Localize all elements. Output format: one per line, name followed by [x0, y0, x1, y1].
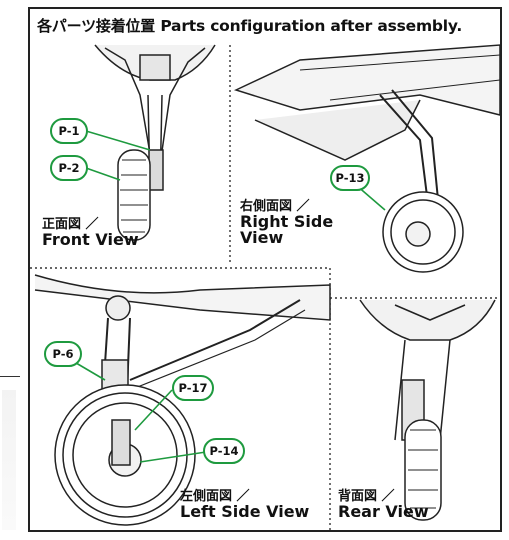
rear-view-label: 背面図 ／ Rear View [338, 490, 429, 520]
rear-view-label-jp: 背面図 ／ [338, 489, 395, 504]
left-view-label: 左側面図 ／ Left Side View [180, 490, 309, 520]
right-view-art [233, 44, 501, 273]
margin-mark [0, 376, 20, 377]
leader-p14 [139, 451, 207, 463]
left-view-label-en: Left Side View [180, 501, 310, 521]
callout-p14: P-14 [203, 438, 245, 464]
leader-p1 [85, 130, 151, 151]
front-view-label: 正面図 ／ Front View [42, 218, 139, 248]
leader-p17 [134, 389, 173, 431]
left-view-label-jp: 左側面図 ／ [180, 489, 250, 504]
left-view-art [34, 274, 331, 526]
callout-p13: P-13 [330, 165, 370, 191]
page-title: 各パーツ接着位置 Parts configuration after assem… [37, 15, 462, 36]
front-view-art [94, 44, 216, 241]
front-view-label-en: Front View [42, 229, 139, 249]
title-jp: 各パーツ接着位置 [37, 17, 156, 35]
right-view-label-jp: 右側面図 ／ [240, 199, 310, 214]
front-view-label-jp: 正面図 ／ [42, 217, 99, 232]
right-view-label: 右側面図 ／ Right Side View [240, 200, 333, 247]
rear-view-label-en: Rear View [338, 501, 429, 521]
callout-p2: P-2 [50, 155, 88, 181]
callout-p6: P-6 [44, 341, 82, 367]
page-edge-shadow [2, 390, 16, 530]
right-view-label-en1: Right Side [240, 211, 334, 231]
rear-view-art [359, 299, 496, 521]
callout-p1: P-1 [50, 118, 88, 144]
callout-p17: P-17 [172, 375, 214, 401]
right-view-label-en2: View [240, 228, 284, 248]
leader-p2 [85, 167, 121, 181]
title-en: Parts configuration after assembly. [160, 17, 463, 35]
